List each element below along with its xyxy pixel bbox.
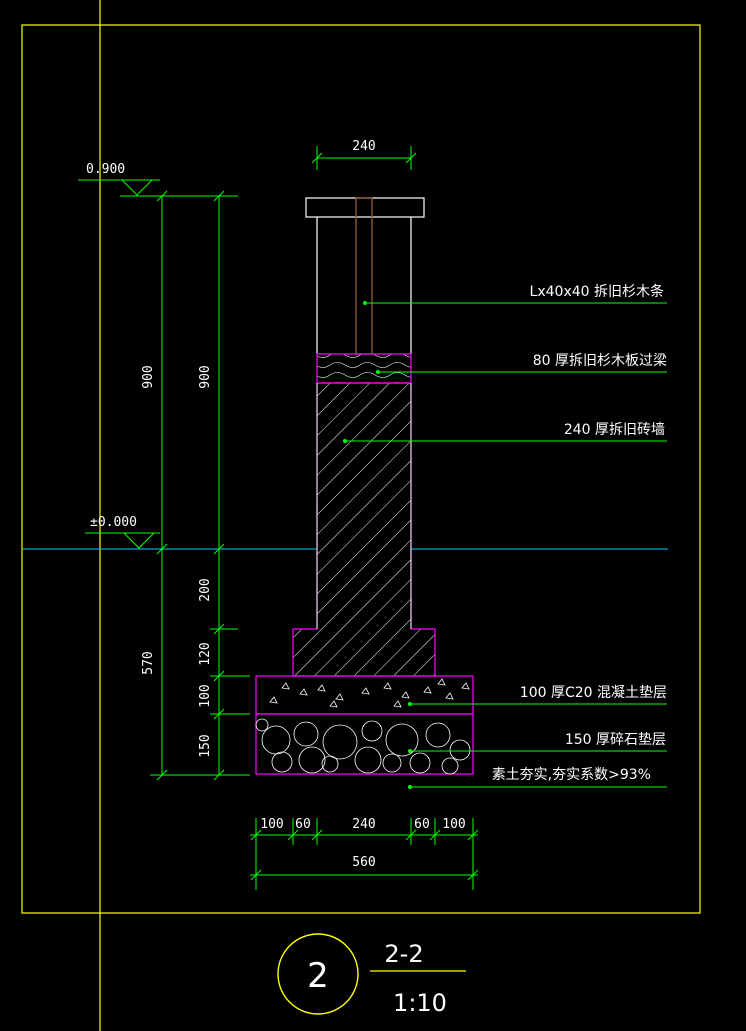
top-width-label: 240 [352, 139, 375, 154]
gravel-stone [361, 720, 383, 742]
top-dimension [311, 146, 417, 170]
elevation-zero-label: ±0.000 [90, 515, 137, 530]
gravel-stone [255, 718, 269, 732]
gravel-stone [382, 753, 402, 773]
annotation-soil: 素土夯实,夯实系数>93% [492, 767, 651, 783]
bottom-dimensions [250, 818, 479, 890]
elevation-top-label: 0.900 [86, 162, 125, 177]
concrete-aggregate-mark [335, 693, 344, 701]
concrete-aggregate-mark [461, 682, 470, 690]
annotation-concrete: 100 厚C20 混凝土垫层 [520, 685, 667, 701]
gravel-stone [321, 755, 339, 773]
section-title: 2-2 [384, 940, 423, 968]
section-scale: 1:10 [393, 989, 447, 1017]
drawing-frame [21, 24, 701, 914]
concrete-aggregate-mark [361, 687, 370, 695]
gravel-stone [271, 751, 293, 773]
dim-bottom-240: 240 [352, 817, 375, 832]
annotation-wall: 240 厚拆旧砖墙 [564, 422, 665, 438]
dim-bottom-100-left: 100 [260, 817, 283, 832]
concrete-aggregate-mark [329, 700, 338, 708]
concrete-bed [255, 675, 474, 715]
dim-100: 100 [198, 684, 213, 707]
gravel-stone [354, 746, 382, 774]
leader-dots [343, 301, 412, 789]
timber-strip [355, 197, 373, 355]
section-number: 2 [307, 956, 329, 996]
gravel-stone [298, 746, 326, 774]
gravel-stone [293, 721, 319, 747]
gravel-stone [385, 723, 419, 757]
dim-570: 570 [141, 651, 156, 674]
concrete-aggregate [269, 678, 470, 708]
left-dimensions [150, 190, 250, 781]
concrete-aggregate-mark [299, 688, 308, 696]
annotation-lintel: 80 厚拆旧杉木板过梁 [533, 353, 667, 369]
elevation-top-marker [78, 179, 238, 197]
section-number-circle [277, 933, 359, 1015]
concrete-aggregate-mark [281, 682, 290, 690]
gravel-bed [255, 713, 474, 775]
concrete-aggregate-mark [423, 686, 432, 694]
dim-900-a: 900 [141, 365, 156, 388]
dim-bottom-total: 560 [352, 855, 375, 870]
dim-bottom-60-right: 60 [414, 817, 430, 832]
gravel-stone [441, 757, 459, 775]
concrete-aggregate-mark [393, 700, 402, 708]
dim-bottom-60-left: 60 [295, 817, 311, 832]
annotation-gravel: 150 厚碎石垫层 [565, 732, 666, 748]
annotation-timber: Lx40x40 拆旧杉木条 [530, 283, 664, 300]
cap-board [305, 197, 425, 218]
dim-bottom-100-right: 100 [442, 817, 465, 832]
dim-900-b: 900 [198, 365, 213, 388]
dim-200: 200 [198, 578, 213, 601]
concrete-aggregate-mark [401, 691, 410, 699]
elevation-zero-marker [85, 532, 160, 549]
gravel-stone [409, 752, 431, 774]
gravel-stone [261, 725, 291, 755]
brick-wall [292, 382, 436, 677]
concrete-aggregate-mark [437, 678, 446, 686]
timber-lintel [316, 353, 412, 384]
dim-120: 120 [198, 642, 213, 665]
concrete-aggregate-mark [317, 684, 326, 692]
gravel-stone [425, 722, 451, 748]
concrete-aggregate-mark [269, 696, 278, 704]
gravel-stone [322, 724, 358, 760]
concrete-aggregate-mark [445, 692, 454, 700]
leader-lines [345, 302, 667, 788]
concrete-aggregate-mark [383, 682, 392, 690]
dim-150: 150 [198, 734, 213, 757]
gravel-stones [255, 718, 471, 775]
gravel-stone [449, 739, 471, 761]
